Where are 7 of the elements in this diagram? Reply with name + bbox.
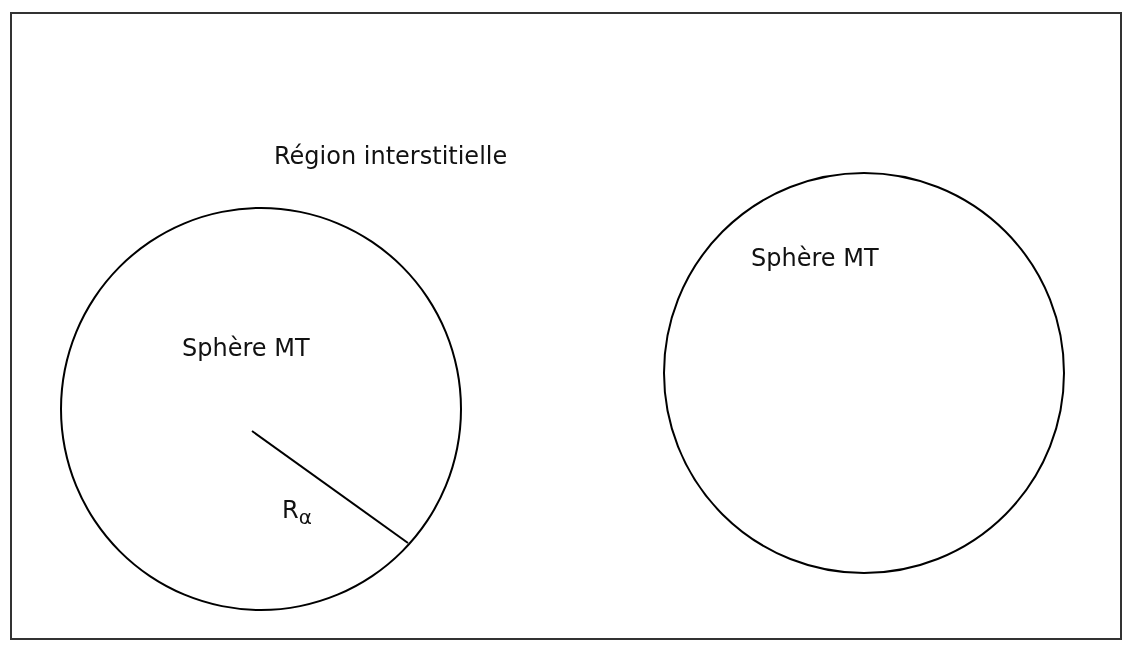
radius-label: R$_{α}$ xyxy=(282,496,312,529)
region-box xyxy=(10,12,1122,640)
sphere-circle xyxy=(663,172,1065,574)
sphere-label: Sphère MT xyxy=(182,334,310,362)
sphere-circle xyxy=(60,207,462,611)
sphere-label: Sphère MT xyxy=(751,244,879,272)
region-label: Région interstitielle xyxy=(274,142,508,170)
